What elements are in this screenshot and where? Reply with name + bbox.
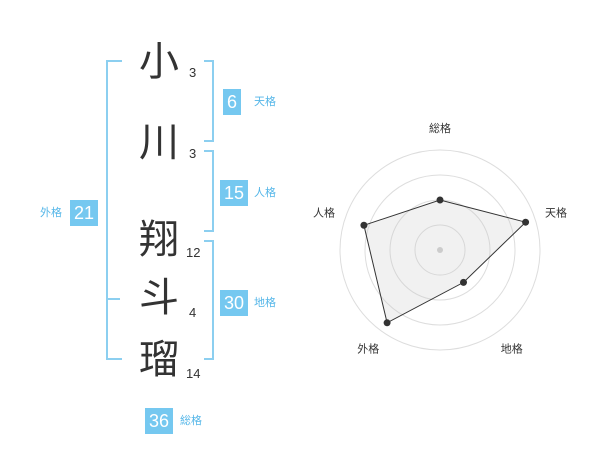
stroke-count-1: 3 bbox=[189, 65, 197, 80]
radar-point bbox=[360, 221, 368, 229]
jinkaku-bracket bbox=[204, 150, 214, 232]
radar-point bbox=[522, 218, 530, 226]
gaikaku-label: 外格 bbox=[40, 206, 62, 219]
radar-point bbox=[436, 196, 444, 204]
chikaku-bracket bbox=[204, 240, 214, 360]
radar-axis-label: 総格 bbox=[429, 121, 451, 135]
tenkaku-value-badge: 6 bbox=[223, 89, 242, 115]
radar-axis-label: 天格 bbox=[545, 205, 567, 219]
name-char-3: 翔 bbox=[139, 217, 179, 263]
tenkaku-label: 天格 bbox=[254, 95, 276, 108]
stroke-count-4: 4 bbox=[189, 305, 197, 320]
gaikaku-bracket-divider bbox=[106, 298, 120, 300]
soukaku-label: 総格 bbox=[180, 414, 202, 427]
radar-ring bbox=[414, 224, 466, 276]
gaikaku-value-badge: 21 bbox=[70, 200, 99, 226]
gaikaku-bracket bbox=[106, 60, 122, 360]
soukaku-value-badge: 36 bbox=[145, 408, 174, 434]
stroke-count-3: 12 bbox=[186, 245, 201, 260]
chikaku-label: 地格 bbox=[254, 296, 276, 309]
radar-ring bbox=[364, 174, 516, 326]
name-char-1: 小 bbox=[139, 39, 179, 85]
jinkaku-label: 人格 bbox=[254, 186, 276, 199]
radar-polygon bbox=[363, 199, 527, 324]
jinkaku-value-badge: 15 bbox=[220, 180, 249, 206]
radar-point bbox=[383, 319, 391, 327]
radar-ring bbox=[339, 149, 541, 351]
stroke-count-5: 14 bbox=[186, 366, 201, 381]
radar-axis-label: 人格 bbox=[313, 205, 335, 219]
radar-axis-label: 外格 bbox=[357, 342, 379, 356]
name-char-2: 川 bbox=[139, 120, 179, 166]
chikaku-value-badge: 30 bbox=[220, 290, 249, 316]
radar-point bbox=[460, 278, 468, 286]
name-char-5: 瑠 bbox=[139, 337, 179, 383]
radar-center-dot bbox=[437, 247, 443, 253]
name-char-4: 斗 bbox=[139, 275, 179, 321]
radar-axis-label: 地格 bbox=[501, 342, 523, 356]
stroke-count-2: 3 bbox=[189, 146, 197, 161]
tenkaku-bracket bbox=[204, 60, 214, 142]
